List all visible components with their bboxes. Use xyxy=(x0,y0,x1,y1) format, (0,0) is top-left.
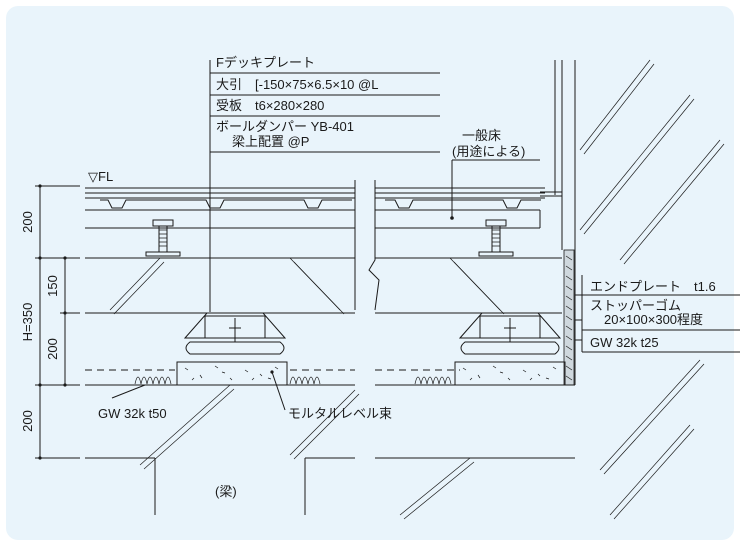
label-gw-t25: GW 32k t25 xyxy=(590,335,659,350)
label-mortar-level: モルタルレベル束 xyxy=(288,406,392,421)
gw-insulation xyxy=(134,376,452,385)
adjuster-bolt-right xyxy=(478,219,514,257)
ball-damper-left xyxy=(183,312,287,355)
label-receiving-plate: 受板 t6×280×280 xyxy=(216,98,324,113)
label-stopper-rubber: ストッパーゴム xyxy=(590,298,681,313)
callout-leaders xyxy=(111,60,740,411)
beam xyxy=(85,384,575,520)
label-deck-plate: Fデッキプレート xyxy=(216,55,315,70)
adjuster-bolt-left xyxy=(145,219,181,257)
label-general-floor-usage: (用途による) xyxy=(452,144,525,159)
dim-150: 150 xyxy=(45,275,60,297)
dimension-lines xyxy=(35,184,80,460)
label-beam: (梁) xyxy=(215,484,237,499)
label-stopper-rubber-size: 20×100×300程度 xyxy=(604,312,703,327)
dimension-labels: 200 150 200 H=350 200 xyxy=(20,211,60,432)
label-ball-damper: ボールダンパー YB-401 xyxy=(216,119,354,134)
floor-layers xyxy=(85,180,575,386)
label-general-floor: 一般床 xyxy=(462,128,501,143)
dim-200-top: 200 xyxy=(20,211,35,233)
label-main-beam: 大引 [-150×75×6.5×10 @L xyxy=(216,77,378,92)
callout-labels: Fデッキプレート 大引 [-150×75×6.5×10 @L 受板 t6×280… xyxy=(88,55,716,499)
label-ball-damper-placement: 梁上配置 @P xyxy=(232,134,309,149)
ball-damper-right xyxy=(458,312,562,355)
label-gw-t50: GW 32k t50 xyxy=(98,406,167,421)
dim-200-bottom: 200 xyxy=(20,410,35,432)
label-fl: ▽FL xyxy=(88,169,113,184)
wall xyxy=(540,59,725,520)
dim-200-mid: 200 xyxy=(45,338,60,360)
mortar-level-blocks xyxy=(176,361,566,386)
dim-h-total: H=350 xyxy=(20,303,35,342)
label-end-plate: エンドプレート t1.6 xyxy=(590,279,716,294)
